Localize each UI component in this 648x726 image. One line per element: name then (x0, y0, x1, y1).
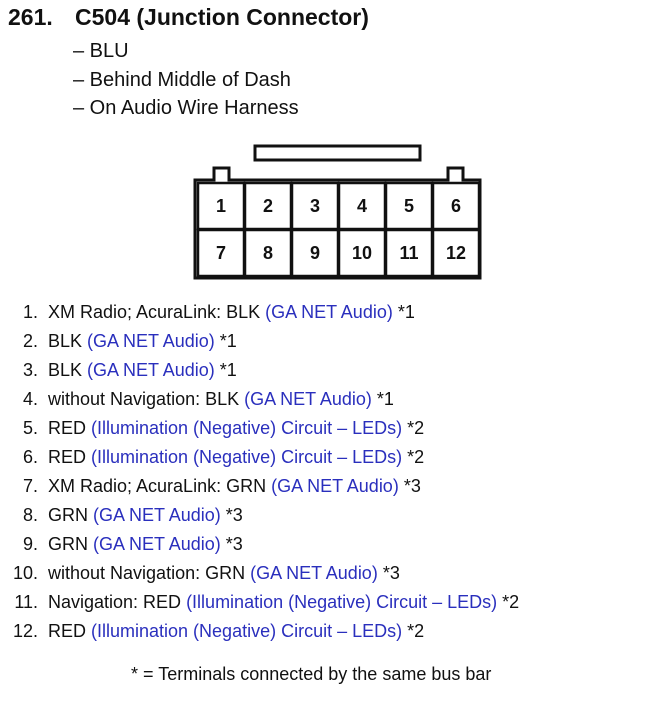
pin-description: XM Radio; AcuraLink: BLK (48, 302, 266, 322)
pin-description: without Navigation: GRN (48, 563, 251, 583)
terminal-cell (196, 181, 246, 231)
pin-row: 2. BLK (GA NET Audio) *1 (8, 327, 519, 356)
pin-number: 2. (22, 331, 38, 351)
terminal-number: 5 (404, 196, 414, 216)
pin-row: 9. GRN (GA NET Audio) *3 (8, 530, 519, 559)
pin-circuit: (GA NET Audio) (250, 563, 378, 583)
section-number: 261. (8, 4, 53, 30)
pin-circuit: (Illumination (Negative) Circuit – LEDs) (91, 447, 403, 467)
terminal-number: 7 (216, 243, 226, 263)
pin-description: RED (48, 447, 92, 467)
pin-description: Navigation: RED (48, 592, 187, 612)
terminal-number: 10 (352, 243, 372, 263)
pin-circuit: (GA NET Audio) (271, 476, 399, 496)
pin-row: 11. Navigation: RED (Illumination (Negati… (8, 588, 519, 617)
terminal-number: 2 (263, 196, 273, 216)
connector-lock-tab (253, 144, 422, 162)
note-color: – BLU (73, 40, 129, 62)
terminal-cell (431, 228, 481, 278)
pin-row: 1. XM Radio; AcuraLink: BLK (GA NET Audio… (8, 298, 519, 327)
pin-number: 12. (12, 621, 38, 641)
terminal-cell (384, 181, 434, 231)
pin-busbar-ref: *3 (377, 563, 400, 583)
pin-busbar-ref: *2 (402, 447, 425, 467)
pin-busbar-ref: *1 (214, 331, 237, 351)
pin-circuit: (GA NET Audio) (244, 389, 372, 409)
terminal-number: 1 (216, 196, 226, 216)
pin-busbar-ref: *2 (402, 418, 425, 438)
pin-circuit: (GA NET Audio) (93, 534, 221, 554)
connector-notes: – BLU – Behind Middle of Dash – On Audio… (73, 37, 299, 123)
pin-description: GRN (48, 505, 93, 525)
pin-description: BLK (48, 331, 88, 351)
terminal-number: 11 (399, 243, 418, 263)
terminal-cell (431, 181, 481, 231)
pin-row: 10. without Navigation: GRN (GA NET Audio… (8, 559, 519, 588)
pin-circuit: (GA NET Audio) (87, 331, 215, 351)
pin-busbar-ref: *1 (371, 389, 394, 409)
pin-number: 10. (12, 563, 38, 583)
pin-row: 8. GRN (GA NET Audio) *3 (8, 501, 519, 530)
pin-description: RED (48, 418, 92, 438)
pin-description: BLK (48, 360, 88, 380)
pin-busbar-ref: *1 (214, 360, 237, 380)
pin-busbar-ref: *3 (398, 476, 421, 496)
pin-row: 12. RED (Illumination (Negative) Circuit … (8, 617, 519, 646)
pin-number: 8. (22, 505, 38, 525)
pin-busbar-ref: *3 (220, 534, 243, 554)
pin-number: 3. (22, 360, 38, 380)
pin-number: 11. (14, 592, 38, 612)
pin-busbar-ref: *2 (402, 621, 425, 641)
note-harness: – On Audio Wire Harness (73, 97, 299, 119)
pin-circuit: (Illumination (Negative) Circuit – LEDs) (91, 621, 403, 641)
terminal-number: 4 (357, 196, 367, 216)
pin-busbar-ref: *2 (497, 592, 520, 612)
terminal-number: 12 (446, 243, 466, 263)
pin-description: without Navigation: BLK (48, 389, 245, 409)
terminal-number: 6 (451, 196, 461, 216)
pin-circuit: (GA NET Audio) (265, 302, 393, 322)
pin-busbar-ref: *1 (392, 302, 415, 322)
terminal-cell (290, 228, 340, 278)
pin-description: RED (48, 621, 92, 641)
pin-number: 4. (22, 389, 38, 409)
pin-description: GRN (48, 534, 93, 554)
pin-circuit: (GA NET Audio) (93, 505, 221, 525)
pin-row: 6. RED (Illumination (Negative) Circuit –… (8, 443, 519, 472)
busbar-footnote: * = Terminals connected by the same bus … (131, 664, 492, 684)
pin-row: 3. BLK (GA NET Audio) *1 (8, 356, 519, 385)
pin-circuit: (Illumination (Negative) Circuit – LEDs) (186, 592, 498, 612)
pin-number: 1. (22, 302, 38, 322)
pin-number: 6. (22, 447, 38, 467)
pin-row: 5. RED (Illumination (Negative) Circuit –… (8, 414, 519, 443)
pin-circuit: (Illumination (Negative) Circuit – LEDs) (91, 418, 403, 438)
terminal-cell (290, 181, 340, 231)
pin-number: 5. (22, 418, 38, 438)
pin-busbar-ref: *3 (220, 505, 243, 525)
terminal-number: 9 (310, 243, 320, 263)
pin-number: 7. (22, 476, 38, 496)
pin-row: 4. without Navigation: BLK (GA NET Audio)… (8, 385, 519, 414)
terminal-number: 3 (310, 196, 320, 216)
pin-circuit: (GA NET Audio) (87, 360, 215, 380)
pin-description: XM Radio; AcuraLink: GRN (48, 476, 272, 496)
connector-title: C504 (Junction Connector) (75, 4, 369, 30)
terminal-number: 8 (263, 243, 273, 263)
note-location: – Behind Middle of Dash (73, 68, 291, 91)
pin-row: 7. XM Radio; AcuraLink: GRN (GA NET Audio… (8, 472, 519, 501)
pin-list: 1. XM Radio; AcuraLink: BLK (GA NET Audio… (8, 298, 519, 646)
pin-number: 9. (22, 534, 38, 554)
connector-heading: 261. C504 (Junction Connector) (8, 4, 369, 31)
